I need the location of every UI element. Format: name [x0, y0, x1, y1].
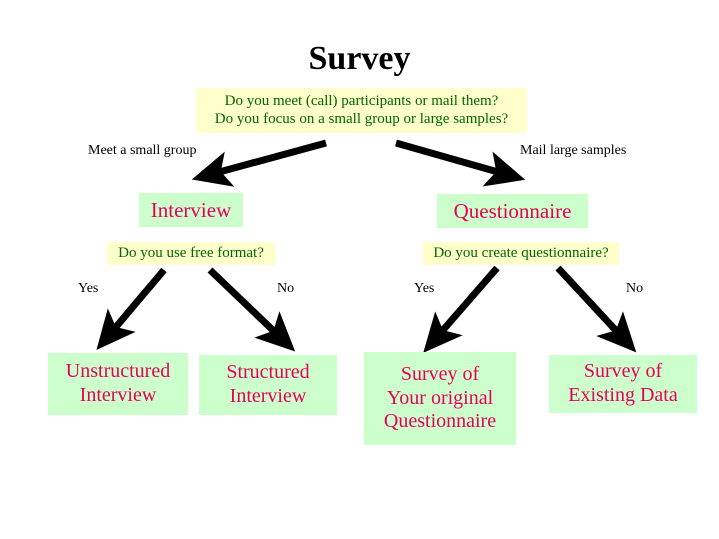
page-title-text: Survey: [308, 40, 411, 77]
leaf-survey-original-questionnaire-line-3: Questionnaire: [383, 410, 497, 433]
leaf-structured-interview: Structured Interview: [199, 355, 337, 415]
interview-question-box: Do you use free format?: [107, 242, 275, 265]
arrow-interview-yes: [96, 267, 167, 351]
root-question-line-2: Do you focus on a small group or large s…: [214, 110, 509, 127]
branch-label-right: Mail large samples: [520, 143, 627, 158]
node-questionnaire: Questionnaire: [437, 194, 588, 228]
node-questionnaire-label: Questionnaire: [453, 198, 572, 223]
answer-label-questionnaire-yes: Yes: [414, 281, 435, 296]
answer-label-interview-no: No: [277, 281, 295, 296]
leaf-structured-interview-line-2: Interview: [229, 385, 307, 407]
root-question-box: Do you meet (call) participants or mail …: [196, 88, 527, 133]
answer-label-interview-yes: Yes: [78, 281, 99, 296]
interview-question-text: Do you use free format?: [118, 244, 264, 261]
arrow-root-to-questionnaire: [395, 139, 526, 187]
arrow-questionnaire-yes: [423, 265, 500, 353]
leaf-structured-interview-line-1: Structured: [226, 361, 310, 384]
questionnaire-question-text: Do you create questionnaire?: [433, 244, 609, 261]
node-interview: Interview: [139, 193, 243, 227]
leaf-unstructured-interview: Unstructured Interview: [48, 353, 188, 415]
node-interview-label: Interview: [150, 197, 232, 222]
leaf-survey-original-questionnaire-line-1: Survey of: [400, 363, 480, 386]
leaf-survey-existing-data: Survey of Existing Data: [549, 355, 697, 413]
questionnaire-question-box: Do you create questionnaire?: [423, 242, 619, 265]
answer-label-questionnaire-no: No: [626, 281, 644, 296]
leaf-unstructured-interview-line-1: Unstructured: [65, 360, 171, 383]
leaf-survey-original-questionnaire: Survey of Your original Questionnaire: [364, 352, 516, 445]
branch-label-left: Meet a small group: [88, 143, 197, 158]
leaf-survey-original-questionnaire-line-2: Your original: [386, 386, 494, 409]
arrow-root-to-interview: [191, 139, 327, 187]
leaf-survey-existing-data-line-2: Existing Data: [568, 384, 678, 406]
root-question-line-1: Do you meet (call) participants or mail …: [224, 92, 499, 109]
leaf-unstructured-interview-line-2: Interview: [79, 384, 157, 406]
leaf-survey-existing-data-line-1: Survey of: [583, 360, 663, 383]
arrow-interview-no: [207, 267, 296, 352]
arrow-questionnaire-no: [555, 265, 637, 353]
page-title: Survey: [0, 40, 719, 78]
